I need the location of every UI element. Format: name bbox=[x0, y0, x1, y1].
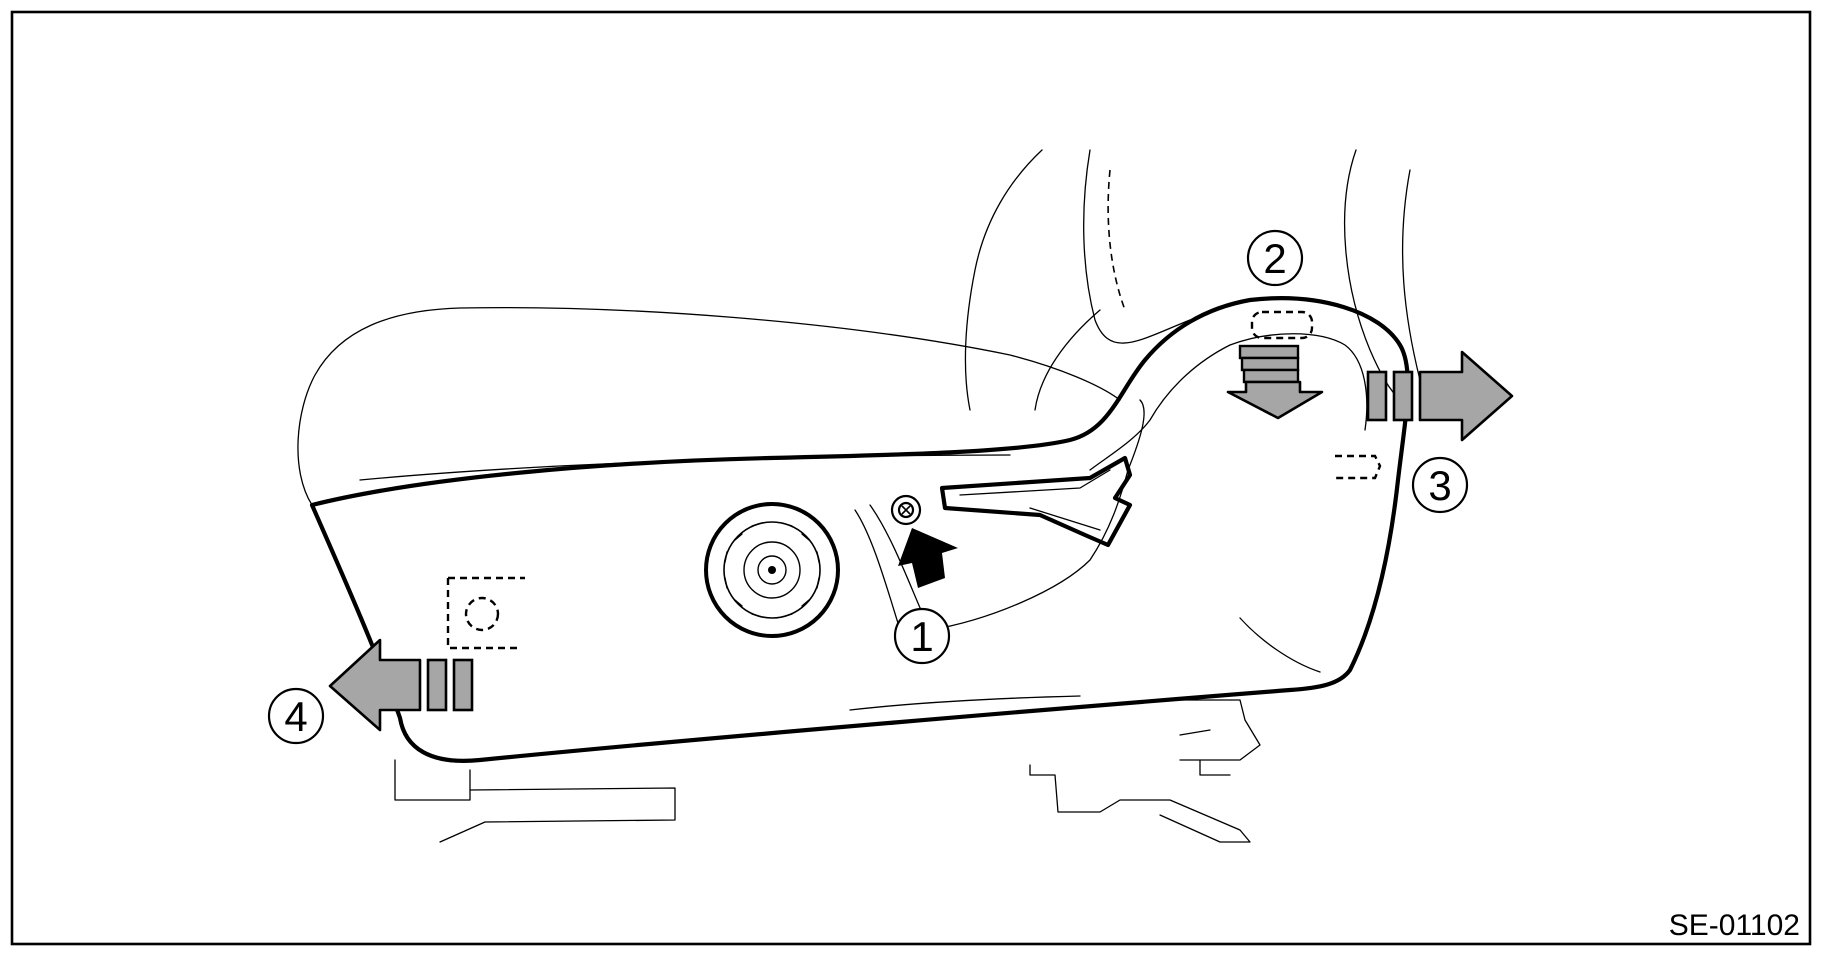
right-arrow-icon bbox=[1366, 350, 1514, 442]
callout-2-label: 2 bbox=[1263, 235, 1286, 282]
recline-knob-icon bbox=[704, 502, 840, 638]
callout-1-label: 1 bbox=[910, 613, 933, 660]
callout-4: 4 bbox=[267, 687, 325, 745]
callout-3: 3 bbox=[1411, 456, 1469, 514]
callout-4-label: 4 bbox=[284, 693, 307, 740]
seat-rails bbox=[394, 699, 1261, 843]
figure-frame bbox=[10, 10, 1812, 946]
left-arrow-icon bbox=[328, 638, 474, 732]
callout-1: 1 bbox=[893, 607, 951, 665]
rear-clip-hidden bbox=[1335, 454, 1382, 480]
up-arrow-icon bbox=[898, 528, 958, 588]
recline-lever bbox=[939, 455, 1133, 548]
down-arrow-icon bbox=[1226, 344, 1324, 420]
callout-3-label: 3 bbox=[1428, 462, 1451, 509]
top-clip-hidden bbox=[1250, 310, 1314, 340]
callout-2: 2 bbox=[1246, 229, 1304, 287]
front-clip-hidden bbox=[446, 576, 525, 650]
screw-icon bbox=[890, 494, 922, 526]
seat-back bbox=[964, 149, 1421, 411]
drawing-code: SE-01102 bbox=[1669, 909, 1800, 942]
